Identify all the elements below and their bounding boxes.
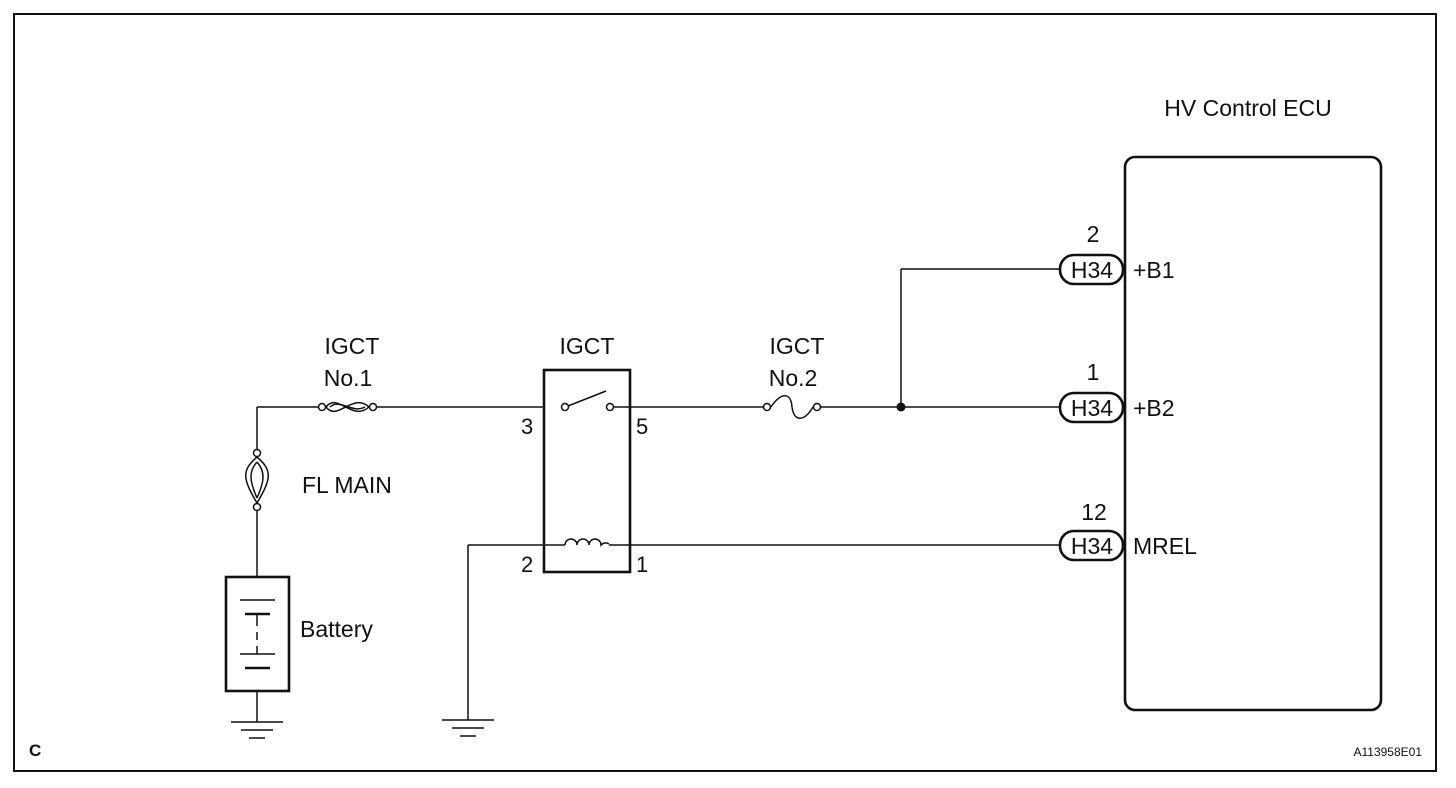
connector-b1: H34 [1058,253,1125,286]
relay-pin-5: 5 [636,414,648,439]
relay-pin-2: 2 [521,552,533,577]
connector-b2-pin: 1 [1087,359,1100,385]
diagram-frame [13,13,1437,772]
igct-no1-label-line1: IGCT [325,333,380,359]
connector-b2-code: H34 [1071,395,1113,421]
ground-icon [231,721,283,739]
connector-mrel: H34 [1058,529,1125,562]
connector-b1-signal: +B1 [1133,257,1175,283]
relay-pin-1: 1 [636,552,648,577]
igct-no1-label-line2: No.1 [324,365,373,391]
igct-relay-box [542,368,632,574]
ecu-title: HV Control ECU [1164,95,1331,121]
connector-b2: H34 [1058,391,1125,424]
battery-label: Battery [300,616,373,642]
igct-no2-label-line1: IGCT [770,333,825,359]
corner-letter: C [29,741,41,760]
fl-main-fuse-icon [245,448,269,512]
igct-no1-fuse-icon [317,401,378,413]
connector-b2-signal: +B2 [1133,395,1175,421]
relay-coil-icon [564,538,610,548]
relay-pin-3: 3 [521,414,533,439]
connector-b1-code: H34 [1071,257,1113,283]
figure-id: A113958E01 [1353,745,1422,759]
igct-no2-label-line2: No.2 [769,365,818,391]
connector-b1-pin: 2 [1087,221,1100,247]
igct-no2-fuse-icon [762,395,822,419]
connector-mrel-pin: 12 [1081,499,1107,525]
battery-cell-icon [240,599,275,670]
hv-control-ecu-box [1123,155,1383,712]
ground-icon [442,719,494,737]
connector-mrel-code: H34 [1071,533,1113,559]
igct-relay-label: IGCT [560,333,615,359]
relay-switch-icon [560,390,615,412]
connector-mrel-signal: MREL [1133,533,1197,559]
fl-main-label: FL MAIN [302,472,392,498]
